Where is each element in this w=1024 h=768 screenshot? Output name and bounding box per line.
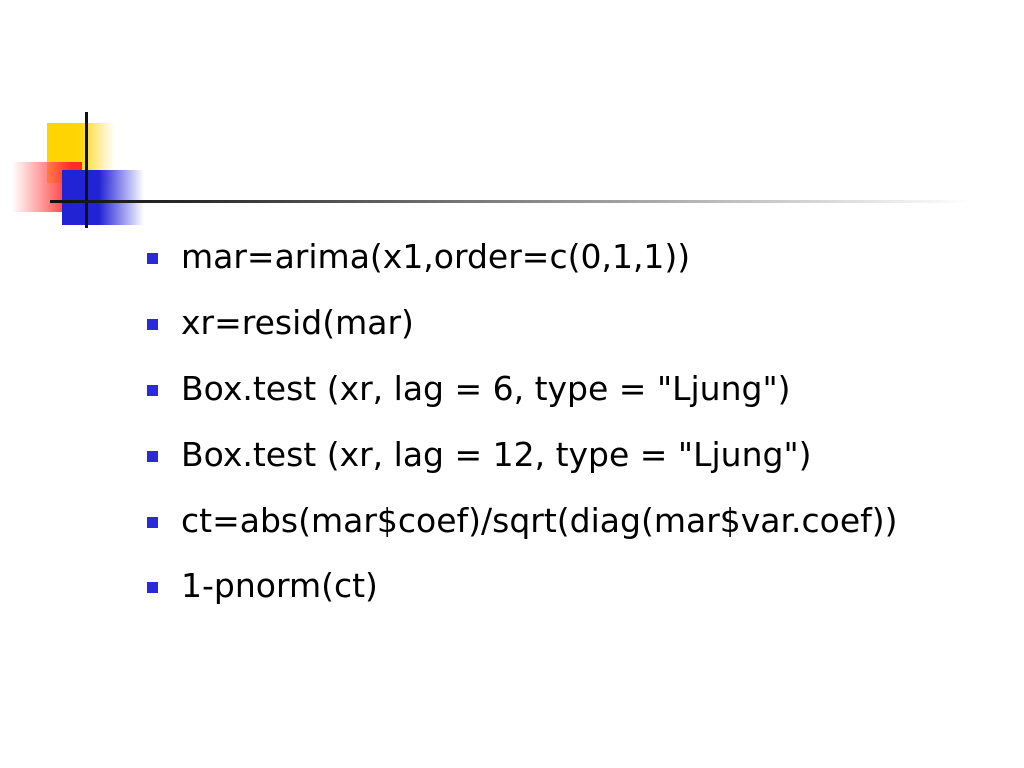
square-bullet-icon <box>147 253 158 264</box>
bullet-text: ct=abs(mar$coef)/sqrt(diag(mar$var.coef)… <box>181 501 898 540</box>
bullet-item: Box.test (xr, lag = 6, type = "Ljung") <box>140 366 990 411</box>
bullet-text: xr=resid(mar) <box>181 303 414 342</box>
bullet-text: mar=arima(x1,order=c(0,1,1)) <box>181 237 691 276</box>
slide-content: mar=arima(x1,order=c(0,1,1)) xr=resid(ma… <box>140 234 990 629</box>
square-bullet-icon <box>147 385 158 396</box>
bullet-list: mar=arima(x1,order=c(0,1,1)) xr=resid(ma… <box>140 234 990 608</box>
bullet-text: Box.test (xr, lag = 6, type = "Ljung") <box>181 369 791 408</box>
bullet-item: Box.test (xr, lag = 12, type = "Ljung") <box>140 432 990 477</box>
title-divider-rule <box>50 200 970 203</box>
bullet-item: mar=arima(x1,order=c(0,1,1)) <box>140 234 990 279</box>
bullet-text: Box.test (xr, lag = 12, type = "Ljung") <box>181 435 812 474</box>
square-bullet-icon <box>147 517 158 528</box>
bullet-item: ct=abs(mar$coef)/sqrt(diag(mar$var.coef)… <box>140 498 990 543</box>
decorative-vertical-rule <box>85 112 88 228</box>
bullet-item: xr=resid(mar) <box>140 300 990 345</box>
decorative-blue-square <box>62 170 144 225</box>
square-bullet-icon <box>147 451 158 462</box>
square-bullet-icon <box>147 582 158 593</box>
bullet-item: 1-pnorm(ct) <box>140 563 990 608</box>
bullet-text: 1-pnorm(ct) <box>181 566 378 605</box>
square-bullet-icon <box>147 319 158 330</box>
